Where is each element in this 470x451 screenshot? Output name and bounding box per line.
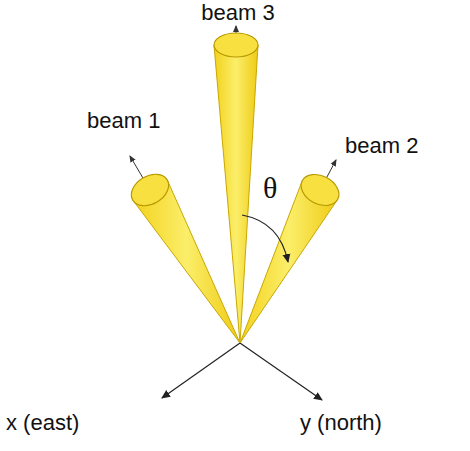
angle-arc xyxy=(242,215,288,262)
beam-2-cone xyxy=(240,160,344,343)
beam-label: beam 1 xyxy=(87,108,160,134)
beam-label: beam 2 xyxy=(345,133,418,159)
x-axis xyxy=(162,343,240,398)
axis-label: y (north) xyxy=(300,410,382,436)
axis-label: x (east) xyxy=(6,410,79,436)
beam-label: beam 3 xyxy=(201,0,274,26)
angle-label: θ xyxy=(263,172,277,204)
y-axis xyxy=(240,343,322,400)
beam-3-cone xyxy=(214,26,258,343)
beam-1-cone xyxy=(126,156,240,343)
